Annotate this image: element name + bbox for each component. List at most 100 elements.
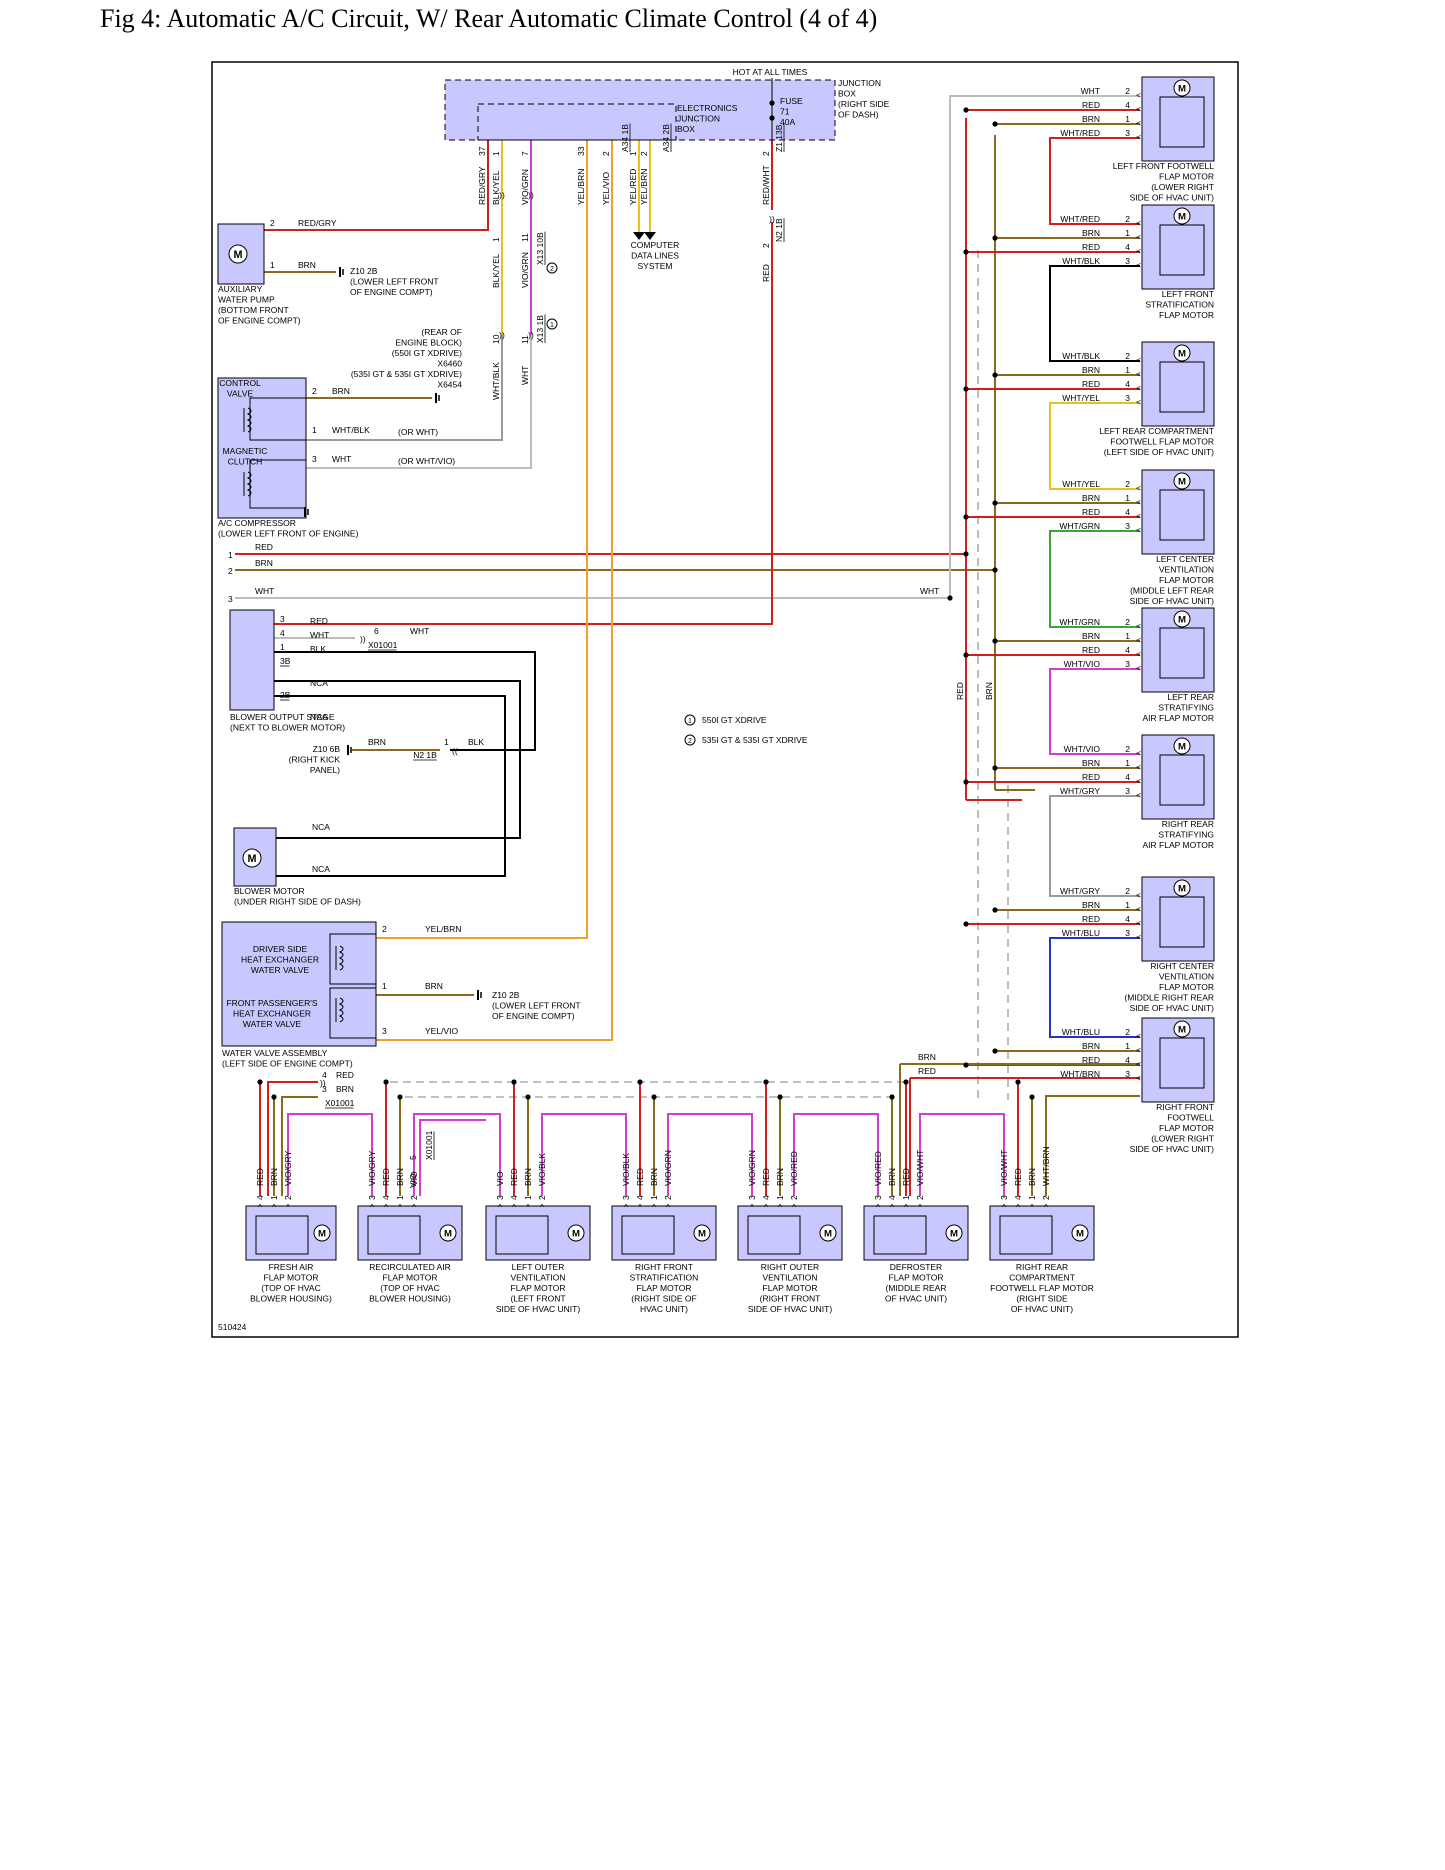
splice-dot <box>992 235 998 241</box>
wire-color: VIO/BLK <box>621 1153 631 1186</box>
connector-symbol: )) <box>528 330 534 340</box>
wire-yel-brn <box>376 140 588 939</box>
pin-number: 4 <box>1125 242 1130 252</box>
control-valve <box>249 397 307 441</box>
motor-icon <box>1071 1224 1089 1242</box>
passenger-valve-label: WATER VALVE <box>243 1019 302 1029</box>
bottom-motor-label: RIGHT OUTER <box>761 1262 819 1272</box>
jb-pin-number: 2 <box>601 151 611 156</box>
splice-dot <box>992 907 998 913</box>
pin-number: 2 <box>1125 1027 1130 1037</box>
splice-dot <box>963 779 969 785</box>
bottom-motor-label: SIDE OF HVAC UNIT) <box>748 1304 833 1314</box>
wire-color: YEL/BRN <box>425 924 461 934</box>
connector-symbol: ^ <box>370 1202 374 1212</box>
connector-label: A34 1B <box>620 124 630 152</box>
engine-block-label: ENGINE BLOCK) <box>395 338 462 348</box>
junction-box-label: OF DASH) <box>838 110 879 120</box>
pin-number: 2 <box>312 386 317 396</box>
legend-number: 1 <box>688 718 692 725</box>
splice-dot <box>257 1079 263 1085</box>
motor-icon <box>1173 207 1191 225</box>
bottom-motor-label: HVAC UNIT) <box>640 1304 688 1314</box>
pin-number: 4 <box>255 1195 265 1200</box>
motor-icon <box>1173 344 1191 362</box>
wire-note: (OR WHT) <box>398 427 438 437</box>
pin-number: 1 <box>280 642 285 652</box>
pin-number: 2 <box>537 1195 547 1200</box>
pin-number: 1 <box>312 425 317 435</box>
pin-number: 3 <box>280 614 285 624</box>
motor-icon-letter: M <box>248 853 257 865</box>
connector-symbol: < <box>1136 397 1141 407</box>
connector-symbol: < <box>1136 649 1141 659</box>
connector-symbol: < <box>1136 104 1141 114</box>
right-motor-label: FOOTWELL FLAP MOTOR <box>1110 437 1214 447</box>
computer-data-lines-label: SYSTEM <box>638 261 673 271</box>
motor-icon-letter: M <box>1178 884 1186 895</box>
jb-pin-number: 1 <box>491 151 501 156</box>
bottom-motor-label: (LEFT FRONT <box>510 1294 565 1304</box>
wire-vio-blk <box>541 1113 627 1196</box>
motor-icon-letter: M <box>1178 742 1186 753</box>
aux-pump-label: AUXILIARY <box>218 284 263 294</box>
pin-number: 2 <box>1125 351 1130 361</box>
aux-pump-label: WATER PUMP <box>218 295 275 305</box>
motor-body <box>1159 1037 1205 1089</box>
coil-icon <box>338 945 344 971</box>
motor-icon <box>1173 610 1191 628</box>
aux-pump-label: (BOTTOM FRONT <box>218 305 289 315</box>
motor-icon-letter: M <box>1178 84 1186 95</box>
legend-text: 535I GT & 535I GT XDRIVE <box>702 735 808 745</box>
jb-pin-number: 2 <box>761 151 771 156</box>
wire-color: VIO/GRN <box>520 252 530 288</box>
motor-icon-letter: M <box>1076 1229 1084 1240</box>
pin-number: 1 <box>901 1195 911 1200</box>
motor-icon <box>567 1224 585 1242</box>
pin-number: 4 <box>761 1195 771 1200</box>
connector-symbol: )) <box>499 330 505 340</box>
connector-symbol: ^ <box>1002 1202 1006 1212</box>
driver-valve-label: DRIVER SIDE <box>253 944 308 954</box>
wire-color: BRN <box>775 1168 785 1186</box>
wire-color: BRN <box>255 558 273 568</box>
ejb-box <box>477 103 677 141</box>
bottom-motor-label: RIGHT REAR <box>1016 1262 1068 1272</box>
splice-dot <box>889 1094 895 1100</box>
wire-color: BRN <box>1082 1041 1100 1051</box>
pin-number: 3 <box>1125 128 1130 138</box>
pin-number: 3B <box>280 656 291 666</box>
arrow-icon <box>644 232 656 240</box>
splice-dot <box>397 1094 403 1100</box>
wire-color: WHT/BLU <box>1062 1027 1100 1037</box>
wire-color: BRN <box>269 1168 279 1186</box>
wire-vio-wht <box>919 1113 1005 1196</box>
pin-number: 1 <box>491 237 501 242</box>
jb-wire-color: VIO/GRN <box>520 169 530 205</box>
connector-symbol: ^ <box>904 1202 908 1212</box>
engine-block-label: (REAR OF <box>421 327 462 337</box>
connector-symbol: ^ <box>666 1202 670 1212</box>
passenger-valve <box>329 987 377 1039</box>
pin-number: 3 <box>322 1084 327 1094</box>
splice-dot <box>963 1062 969 1068</box>
pin-number: 3 <box>367 1195 377 1200</box>
connector-symbol: < <box>1136 90 1141 100</box>
connector-symbol: ^ <box>624 1202 628 1212</box>
wire-color: RED <box>1082 379 1100 389</box>
pin-number: 3 <box>873 1195 883 1200</box>
pin-number: 4 <box>1125 100 1130 110</box>
pin-number: 4 <box>322 1070 327 1080</box>
pin-number: 2 <box>789 1195 799 1200</box>
motor-body <box>1159 489 1205 541</box>
right-motor-label: AIR FLAP MOTOR <box>1143 713 1214 723</box>
pin-number: 1 <box>228 550 233 560</box>
wire-color: BLK/YEL <box>491 253 501 288</box>
right-motor-label: (LOWER RIGHT <box>1151 182 1214 192</box>
legend-text: 550I GT XDRIVE <box>702 715 767 725</box>
junction-box-label: BOX <box>838 89 856 99</box>
wire-color: BRN <box>425 981 443 991</box>
pin-number: 2 <box>1125 886 1130 896</box>
pin-number: 3 <box>1125 786 1130 796</box>
wire-color: BRN <box>368 737 386 747</box>
